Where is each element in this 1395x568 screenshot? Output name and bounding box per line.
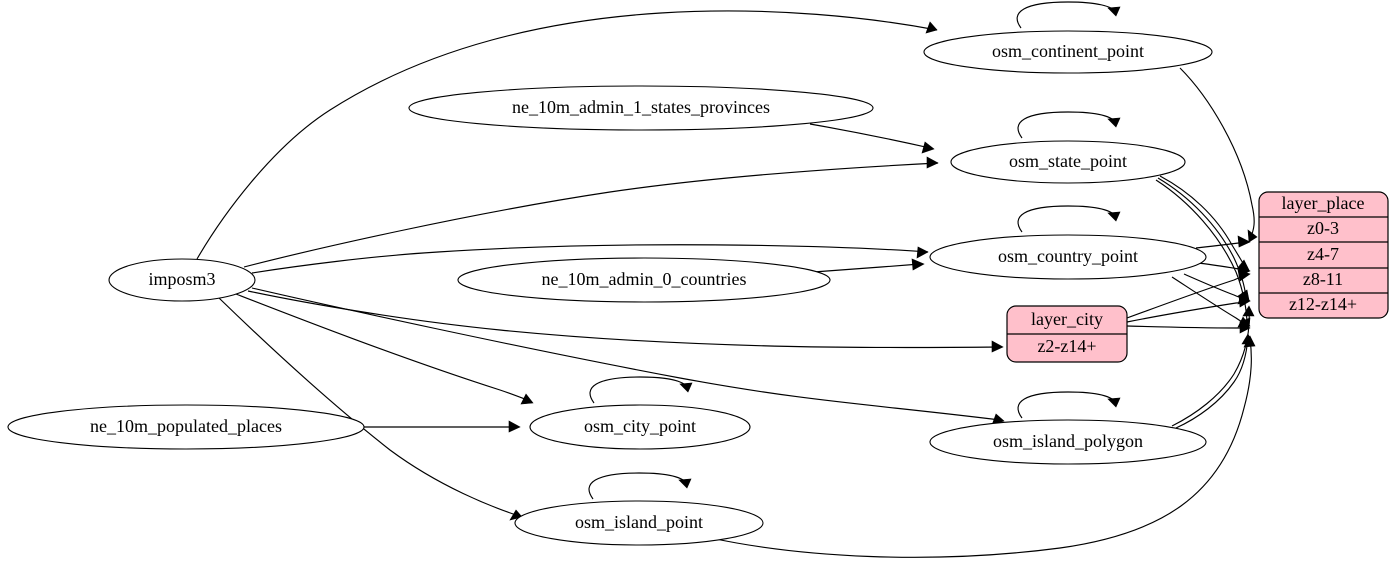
record-row-layer_place-z0-3[interactable]: z0-3 [1307,218,1339,238]
edge-imposm3-to-osm_island_polygon [251,287,1005,426]
edge-ne_admin_1-to-osm_state_point [809,123,935,154]
node-label-osm_country_point: osm_country_point [998,246,1138,266]
record-row-layer_place-z12-z14plus[interactable]: z12-z14+ [1289,294,1357,314]
node-ne_10m_populated_places[interactable]: ne_10m_populated_places [7,404,365,450]
edge-osm_island_polygon-to-layer_place-z8-11 [1171,305,1255,427]
node-label-osm_city_point: osm_city_point [584,416,696,436]
node-label-ne_10m_admin_0_countries: ne_10m_admin_0_countries [542,269,747,289]
node-osm_island_polygon[interactable]: osm_island_polygon [929,419,1207,465]
edge-layer_city-to-layer_place-z4-7 [1126,269,1251,319]
edge-self-loop-osm_island_point [588,472,692,500]
node-label-osm_continent_point: osm_continent_point [992,41,1144,61]
edge-ne_admin_0-to-osm_country_point [799,258,925,274]
node-osm_country_point[interactable]: osm_country_point [929,234,1207,280]
record-row-layer_place-z4-7[interactable]: z4-7 [1307,244,1339,264]
edge-osm_island_polygon-to-layer_place-z12 [1175,333,1254,429]
edge-self-loop-osm_city_point [589,376,693,404]
edge-self-loop-osm_island_polygon [1017,391,1121,419]
edge-ne_populated_places-to-osm_city_point [364,420,521,433]
edge-self-loop-osm_continent_point [1016,1,1121,29]
node-layer: imposm3 ne_10m_populated_places ne_10m_a… [7,30,1213,546]
node-ne_10m_admin_0_countries[interactable]: ne_10m_admin_0_countries [457,257,831,303]
node-label-ne_10m_admin_1_states_provinces: ne_10m_admin_1_states_provinces [512,97,770,117]
record-row-layer_city-z2-z14plus[interactable]: z2-z14+ [1037,336,1096,356]
edge-imposm3-to-layer_city [247,290,1004,353]
edge-osm_state_point-to-layer_place-z8-11 [1157,177,1250,301]
node-osm_continent_point[interactable]: osm_continent_point [923,30,1213,74]
node-label-imposm3: imposm3 [148,269,215,289]
edge-imposm3-to-osm_continent_point [196,10,938,260]
record-node-layer_place[interactable]: layer_place z0-3 z4-7 z8-11 z12-z14+ [1258,191,1389,319]
record-row-layer_city-title: layer_city [1031,309,1103,329]
node-osm_state_point[interactable]: osm_state_point [950,140,1186,184]
record-row-layer_place-z8-11[interactable]: z8-11 [1303,269,1343,289]
node-label-osm_state_point: osm_state_point [1009,151,1127,171]
record-node-layer_city[interactable]: layer_city z2-z14+ [1006,305,1128,363]
edge-layer [196,1,1258,558]
edge-osm_continent_point-to-layer_place-z0-3 [1179,67,1258,243]
node-ne_10m_admin_1_states_provinces[interactable]: ne_10m_admin_1_states_provinces [408,85,874,131]
edge-imposm3-to-osm_country_point [251,244,929,274]
edge-imposm3-to-osm_state_point [243,156,939,268]
edge-osm_island_point-to-layer_place-z12 [710,335,1256,558]
record-node-layer: layer_place z0-3 z4-7 z8-11 z12-z14+ lay… [1006,191,1389,363]
edge-self-loop-osm_country_point [1017,205,1121,233]
node-imposm3[interactable]: imposm3 [108,258,256,302]
node-label-osm_island_polygon: osm_island_polygon [993,431,1143,451]
node-osm_city_point[interactable]: osm_city_point [529,404,751,450]
edge-osm_country_point-to-layer_place-z0-3 [1195,235,1251,249]
edge-osm_country_point-to-layer_place-z12 [1171,276,1251,328]
node-label-osm_island_point: osm_island_point [575,512,703,532]
edge-layer_city-to-layer_place-z8-11 [1126,295,1251,323]
node-label-ne_10m_populated_places: ne_10m_populated_places [90,416,282,436]
edge-imposm3-to-osm_city_point [235,293,534,405]
edge-self-loop-osm_state_point [1017,111,1121,139]
node-osm_island_point[interactable]: osm_island_point [514,500,764,546]
record-row-layer_place-title: layer_place [1282,193,1365,213]
edge-layer_city-to-layer_place-z12 [1126,321,1251,334]
